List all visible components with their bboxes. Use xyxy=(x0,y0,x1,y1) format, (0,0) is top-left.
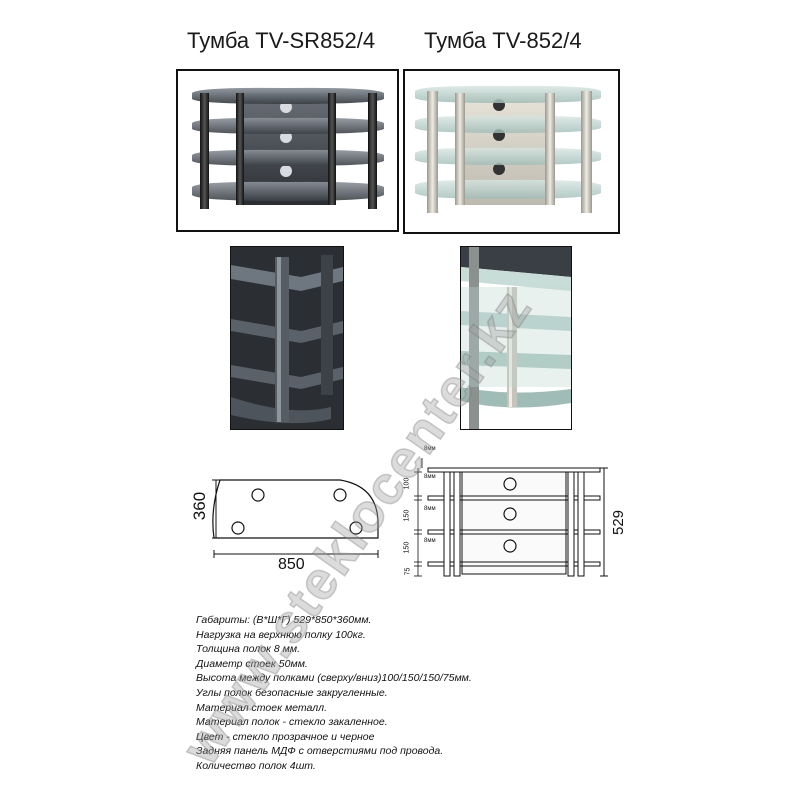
height-dimension: 529 xyxy=(610,509,628,536)
specifications-list: Габариты: (В*Ш*Г) 529*850*360мм. Нагрузк… xyxy=(196,613,472,774)
gap-dimension: 100 xyxy=(403,477,411,490)
depth-dimension: 360 xyxy=(190,491,210,521)
spec-line: Толщина полок 8 мм. xyxy=(196,643,301,656)
spec-line: Диаметр стоек 50мм. xyxy=(196,657,308,670)
title-tv-sr852: Тумба TV-SR852/4 xyxy=(187,28,376,53)
spec-line: Углы полок безопасные закругленные. xyxy=(196,686,388,699)
spec-line: Материал полок - стекло закаленное. xyxy=(196,716,388,729)
clear-stand-detail-photo xyxy=(460,246,572,430)
spec-line: Габариты: (В*Ш*Г) 529*850*360мм. xyxy=(196,614,372,626)
glass-thickness-label: 8мм xyxy=(424,474,436,480)
black-stand-detail-photo xyxy=(230,246,344,430)
spec-line: Высота между полками (сверху/вниз)100/15… xyxy=(196,672,472,685)
spec-line: Цвет - стекло прозрачное и черное xyxy=(196,730,375,743)
spec-line: Количество полок 4шт. xyxy=(196,759,316,772)
gap-dimension: 150 xyxy=(403,509,411,522)
top-view-drawing: 360 850 xyxy=(190,470,390,580)
glass-thickness-label: 8мм xyxy=(424,446,436,452)
gap-dimension: 75 xyxy=(404,567,412,576)
glass-thickness-label: 8мм xyxy=(424,506,436,512)
gap-dimension: 150 xyxy=(403,541,411,554)
spec-line: Задняя панель МДФ с отверстиями под пров… xyxy=(196,745,444,758)
glass-thickness-label: 8мм xyxy=(424,538,436,544)
spec-line: Материал стоек металл. xyxy=(196,701,327,714)
front-view-drawing: 8мм 8мм 8мм 8мм 100 150 150 75 529 xyxy=(400,444,630,584)
title-tv-852: Тумба TV-852/4 xyxy=(424,28,582,53)
width-dimension: 850 xyxy=(278,556,305,573)
spec-line: Нагрузка на верхнюю полку 100кг. xyxy=(196,628,366,641)
black-stand-photo xyxy=(176,69,399,232)
clear-stand-photo xyxy=(403,69,620,234)
